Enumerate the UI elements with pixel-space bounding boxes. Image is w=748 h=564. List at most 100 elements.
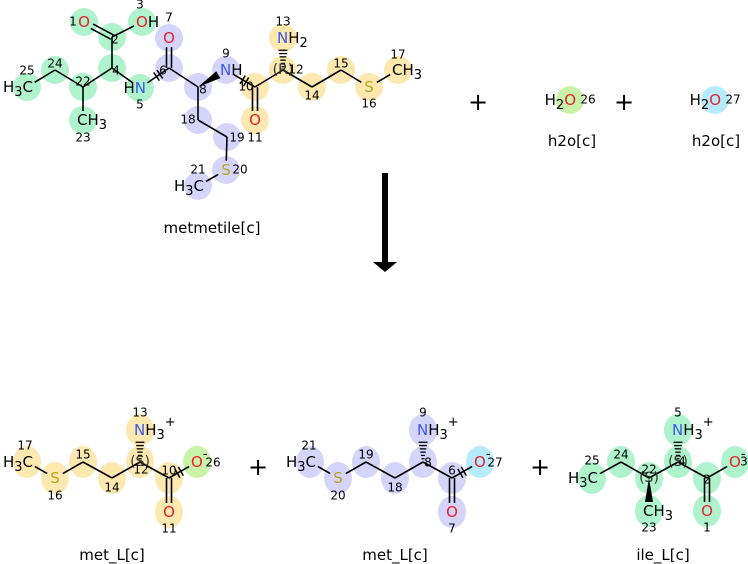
atom-highlight [155,496,183,528]
atom-highlight [41,462,69,494]
atom-highlight [184,172,212,200]
single-bond [311,69,342,88]
single-bond [82,461,113,479]
atom-number: 2 [703,473,711,487]
molecule-name: met_L[c] [79,546,145,564]
cut-bond-mark [457,468,464,478]
single-bond [111,461,141,479]
atom-number: 7 [448,522,456,536]
atom-number: 20 [232,163,247,177]
atom-number: 13 [275,15,290,29]
arrow-head-icon [373,262,397,272]
atom-number: 5 [136,98,144,112]
single-bond [422,461,453,479]
atom-highlight [438,496,466,528]
atom-number: 18 [180,113,195,127]
atom-number: 6 [159,64,167,78]
atom-number: 23 [75,131,90,145]
single-bond [54,69,84,88]
single-bond [317,465,331,475]
atom-number: 6 [448,464,456,478]
atom-highlight [126,414,154,446]
atom-label: NH3+ [417,415,459,443]
bond-layer [34,23,728,503]
stereo-label: (S) [130,454,150,470]
stereo-label: (S) [668,454,688,470]
atom-number: 10 [238,80,253,94]
atom-label: H3C [3,453,33,475]
atom-label: S [221,161,231,179]
atom-highlight [183,446,211,478]
atom-number: 25 [19,64,34,78]
atom-label: NH3+ [134,415,176,443]
atom-number: 22 [641,463,656,477]
atom-highlight [721,446,748,478]
atom-number: 10 [161,464,176,478]
atom-label: O [78,13,90,31]
atom-highlight [296,446,324,478]
atom-label: O [446,503,458,521]
atom-highlight [241,106,269,134]
single-bond [225,136,228,162]
atom-label: H3C [568,469,598,491]
atom-label: O- [729,447,746,471]
atom-number: 21 [301,439,316,453]
atom-number: 4 [112,64,120,78]
atom-label: HN [123,79,146,97]
single-bond [677,461,708,479]
atom-highlight [13,446,41,478]
atom-number: 22 [75,75,90,89]
single-bond [233,73,256,88]
atom-number: 18 [387,481,402,495]
single-bond [451,465,473,479]
single-bond [139,461,170,479]
cut-bond-mark [242,77,250,87]
single-bond [376,73,391,84]
atom-number: 23 [641,521,656,535]
single-bond [82,67,113,88]
single-bond [599,461,622,475]
atom-label: H3C [286,453,316,475]
single-bond [197,119,228,138]
atom-label: H3C [3,78,33,100]
atom-label: CH3 [643,502,673,524]
single-bond [394,461,424,479]
single-bond [62,461,84,475]
atom-number: 17 [17,439,32,453]
atom-highlight [269,24,297,52]
molecule-name: met_L[c] [362,546,428,564]
atom-number: 17 [390,48,405,62]
cut-bond-mark [156,69,164,79]
plus-sign: + [248,453,268,481]
atom-number: 27 [487,456,502,470]
atom-number: 12 [133,463,148,477]
atom-number: 1 [703,521,711,535]
atom-label: O [163,29,175,47]
hashed-bond [135,441,145,460]
atom-number: 3 [136,0,144,12]
hashed-bond [673,441,683,460]
atom-label: NH3+ [672,415,714,443]
single-bond [168,465,190,479]
atom-number: 1 [69,15,77,29]
atom-number: 25 [584,454,599,468]
atom-highlight [466,446,494,478]
atom-highlight [355,73,383,101]
atom-number: 8 [199,83,207,97]
atom-label: NH [220,61,243,79]
atom-number: 14 [304,89,319,103]
cut-bond-mark [239,75,246,85]
atom-highlight [69,106,97,134]
atom-number: 24 [613,448,628,462]
atom-number: 26 [580,93,595,107]
stereo-label: (R) [273,62,294,78]
atom-number: 24 [47,57,62,71]
atom-label: S [364,78,374,96]
atom-number: 2 [111,33,119,47]
single-bond [111,25,135,38]
atom-highlight [701,86,729,114]
atom-highlight [324,462,352,494]
atom-label: O [249,111,261,129]
atom-number: 19 [358,448,373,462]
